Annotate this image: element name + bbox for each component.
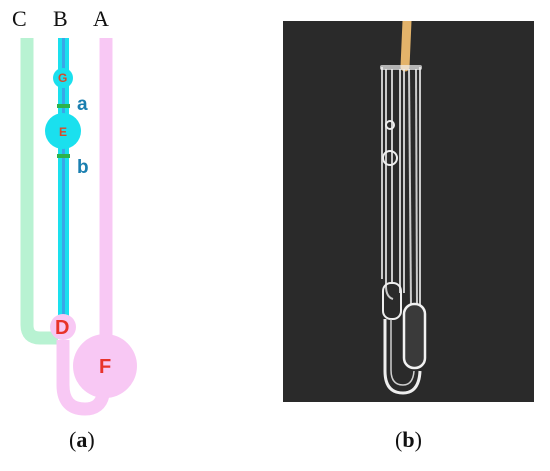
glass-bulb-lower — [382, 282, 402, 320]
tube-c — [20, 38, 58, 345]
tube-label-b: B — [53, 6, 68, 31]
caption-b-close: ) — [414, 427, 422, 452]
bulb-e — [45, 113, 81, 149]
bulb-label-d: D — [55, 317, 69, 339]
tube-label-a: A — [93, 6, 109, 31]
caption-b-letter: b — [402, 427, 415, 452]
bulb-f — [73, 334, 137, 398]
tube-label-c: C — [12, 6, 27, 31]
caption-a-open: ( — [69, 427, 77, 452]
mark-label-b: b — [77, 157, 89, 178]
bulb-label-e: E — [59, 125, 67, 139]
caption-b: (b) — [395, 427, 422, 453]
viscometer-photo — [283, 21, 534, 402]
bulb-g — [53, 68, 73, 88]
timing-mark-b — [57, 154, 70, 158]
tube-b-core — [62, 38, 65, 320]
caption-a: (a) — [69, 427, 95, 453]
timing-mark-a — [57, 104, 70, 108]
glass-u-bend — [383, 319, 422, 395]
mark-label-a: a — [77, 94, 88, 115]
glass-bulb-reservoir — [402, 302, 427, 370]
caption-a-letter: a — [76, 427, 88, 452]
rubber-hose — [400, 21, 412, 72]
tube-rim — [380, 65, 422, 70]
bulb-label-g: G — [58, 71, 67, 85]
caption-b-open: ( — [395, 427, 403, 452]
glass-bulb-small-upper — [385, 120, 395, 130]
bulb-label-f: F — [99, 356, 111, 378]
tube-a — [56, 38, 113, 416]
caption-a-close: ) — [87, 427, 95, 452]
glass-bulb-small-lower — [382, 150, 398, 166]
glass-tube-right — [408, 68, 412, 308]
bulb-d — [50, 314, 76, 340]
viscometer-schematic: C B A a b G E D F — [12, 6, 137, 416]
